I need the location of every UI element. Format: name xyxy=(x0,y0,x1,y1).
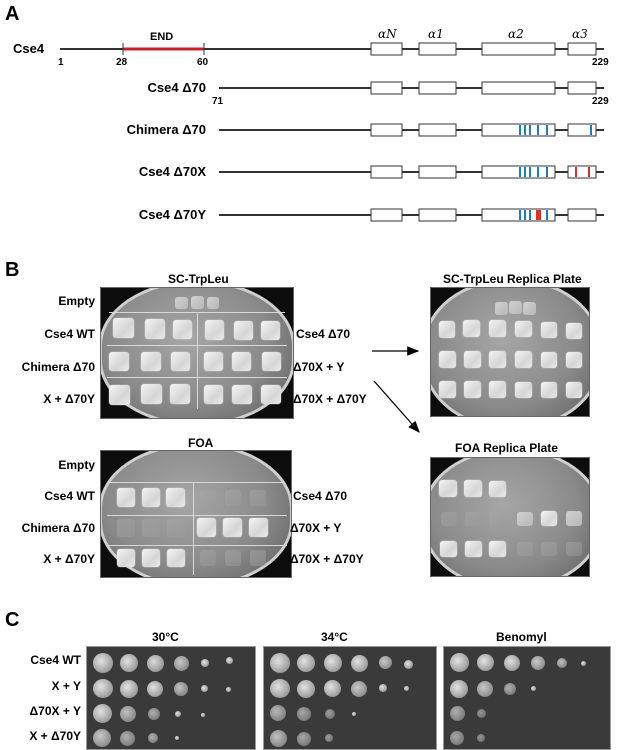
pos-28: 28 xyxy=(116,57,128,68)
helix-alpha2 xyxy=(481,42,556,56)
foa-title: FOA xyxy=(188,436,214,450)
sc-row-empty: Empty xyxy=(58,294,95,308)
spot-plate-30c xyxy=(86,646,256,750)
strain-x-d70y: X + Δ70Y xyxy=(29,729,81,743)
strain-x-y: X + Y xyxy=(51,679,81,693)
sc-row-d70x-d70y: Δ70X + Δ70Y xyxy=(293,392,367,406)
foa-plate xyxy=(100,450,292,578)
helix-label-alpha1: α1 xyxy=(428,27,444,41)
chimera-mutations xyxy=(519,125,592,135)
helix-alpha3 xyxy=(567,42,597,56)
helix-alphaN xyxy=(370,42,403,56)
foa-row-chimera: Chimera Δ70 xyxy=(21,521,95,535)
end-label: END xyxy=(150,31,174,43)
foa-row-d70x-y: Δ70X + Y xyxy=(290,521,342,535)
foa-row-x-d70y: X + Δ70Y xyxy=(43,552,95,566)
panel-a-label: A xyxy=(5,3,20,25)
sc-replica-title: SC-TrpLeu Replica Plate xyxy=(443,272,582,286)
pos-229b: 229 xyxy=(592,96,609,107)
foa-replica-title: FOA Replica Plate xyxy=(455,441,558,455)
helix-label-alpha3: α3 xyxy=(572,27,588,41)
pos-71: 71 xyxy=(212,96,224,107)
foa-row-cse4wt: Cse4 WT xyxy=(44,489,95,503)
sc-replica-plate xyxy=(430,287,590,417)
construct-cse4-d70y: Cse4 Δ70Y xyxy=(138,207,206,222)
condition-34c: 34°C xyxy=(321,630,348,644)
construct-cse4-d70: Cse4 Δ70 xyxy=(147,80,207,95)
sc-row-cse4wt: Cse4 WT xyxy=(44,327,95,341)
panel-c-label: C xyxy=(5,609,20,631)
foa-row-d70x-d70y: Δ70X + Δ70Y xyxy=(290,552,364,566)
pos-229: 229 xyxy=(592,57,609,68)
construct-cse4-d70x: Cse4 Δ70X xyxy=(138,164,206,179)
helix-alpha1 xyxy=(418,42,457,56)
arrow-to-foa-replica xyxy=(373,380,420,433)
sc-row-cse4d70: Cse4 Δ70 xyxy=(296,327,350,341)
helix-label-alphaN: αN xyxy=(378,27,397,41)
construct-chimera-d70: Chimera Δ70 xyxy=(126,122,206,137)
helix-label-alpha2: α2 xyxy=(508,27,524,41)
sc-row-x-d70y: X + Δ70Y xyxy=(43,392,95,406)
strain-cse4wt: Cse4 WT xyxy=(30,653,81,667)
sc-row-d70x-y: Δ70X + Y xyxy=(293,360,345,374)
spot-plate-34c xyxy=(263,646,437,750)
condition-30c: 30°C xyxy=(152,630,179,644)
condition-benomyl: Benomyl xyxy=(496,630,547,644)
foa-row-cse4d70: Cse4 Δ70 xyxy=(293,489,347,503)
spot-plate-benomyl xyxy=(443,646,611,750)
pos-60: 60 xyxy=(197,57,209,68)
domain-diagram xyxy=(60,42,604,222)
cse4-label: Cse4 xyxy=(13,41,45,56)
panel-b-label: B xyxy=(5,259,20,281)
strain-d70x-y: Δ70X + Y xyxy=(29,704,81,718)
pos-1: 1 xyxy=(58,57,64,68)
foa-replica-plate xyxy=(430,457,590,577)
sc-plate xyxy=(100,287,294,419)
sc-row-chimera: Chimera Δ70 xyxy=(21,360,95,374)
foa-row-empty: Empty xyxy=(58,458,95,472)
sc-title: SC-TrpLeu xyxy=(168,272,229,286)
